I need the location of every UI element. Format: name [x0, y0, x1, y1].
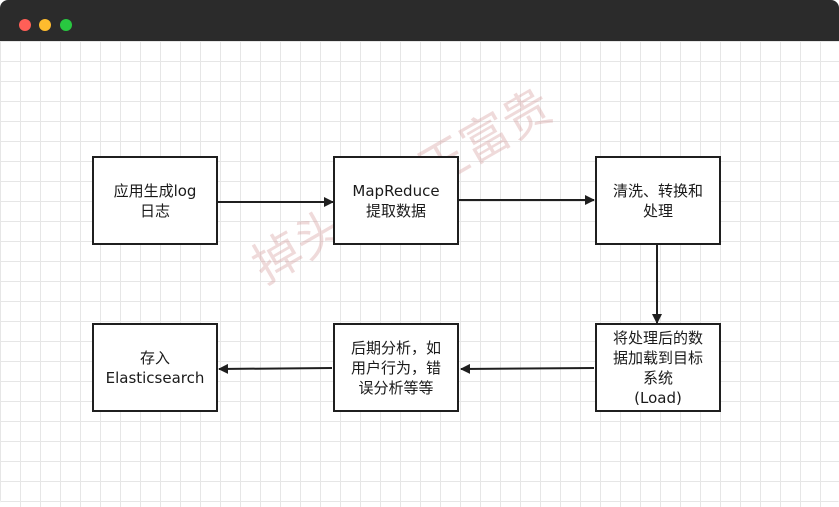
minimize-window-button[interactable] [39, 19, 51, 31]
node-later-analysis-label: 后期分析，如 用户行为，错 误分析等等 [350, 338, 441, 397]
node-generate-log-label: 应用生成log 日志 [113, 181, 197, 220]
close-window-button[interactable] [19, 19, 31, 31]
node-later-analysis[interactable]: 后期分析，如 用户行为，错 误分析等等 [333, 323, 459, 412]
node-store-elasticsearch-label: 存入 Elasticsearch [105, 348, 205, 387]
node-load-target[interactable]: 将处理后的数 据加载到目标 系统 (Load) [595, 323, 721, 412]
node-mapreduce-extract-label: MapReduce 提取数据 [352, 181, 440, 220]
node-mapreduce-extract[interactable]: MapReduce 提取数据 [333, 156, 459, 245]
title-bar [0, 0, 839, 41]
node-generate-log[interactable]: 应用生成log 日志 [92, 156, 218, 245]
node-clean-transform-label: 清洗、转换和 处理 [612, 181, 703, 220]
node-clean-transform[interactable]: 清洗、转换和 处理 [595, 156, 721, 245]
node-load-target-label: 将处理后的数 据加载到目标 系统 (Load) [612, 328, 703, 407]
node-store-elasticsearch[interactable]: 存入 Elasticsearch [92, 323, 218, 412]
zoom-window-button[interactable] [60, 19, 72, 31]
diagram-canvas [0, 41, 839, 507]
